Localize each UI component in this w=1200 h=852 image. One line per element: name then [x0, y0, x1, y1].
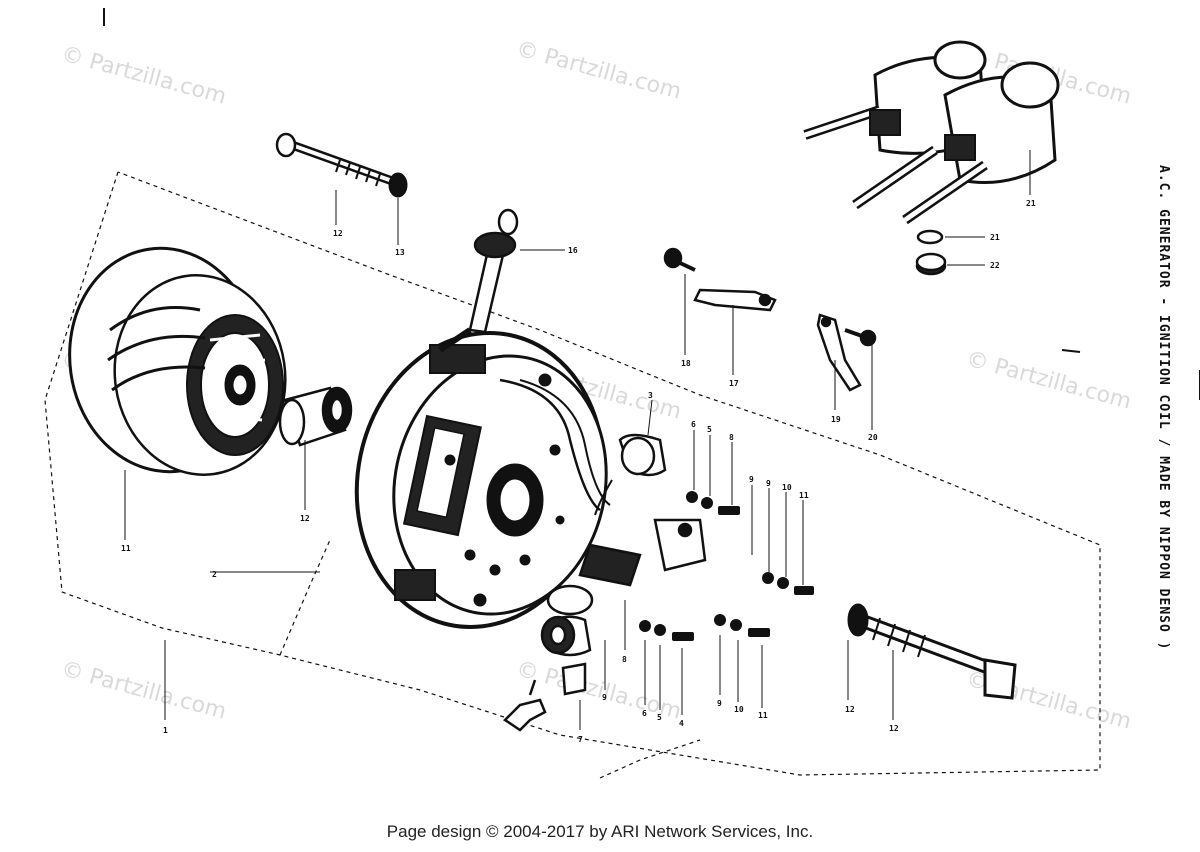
callout-24: 21 [990, 233, 1000, 242]
hub-sleeve [278, 386, 353, 447]
callout-9d: 9 [717, 699, 722, 708]
callout-9b: 9 [749, 475, 754, 484]
lead-clamp [663, 247, 777, 312]
callout-4: 4 [679, 719, 684, 728]
callout-11: 11 [799, 491, 809, 500]
callout-21: 19 [831, 415, 841, 424]
coil-nut [915, 252, 947, 276]
callout-11b: 11 [758, 711, 768, 720]
callout-9c: 9 [766, 479, 771, 488]
ignition-coil [803, 40, 1060, 225]
stator-plate [354, 331, 611, 629]
callout-7: 7 [578, 735, 583, 744]
callout-2: 2 [212, 570, 217, 579]
callout-5: 5 [707, 425, 712, 434]
page-footer: Page design © 2004-2017 by ARI Network S… [386, 822, 814, 841]
callout-6: 6 [691, 420, 696, 429]
long-bolt [275, 132, 408, 198]
leader-lines [124, 150, 1031, 730]
callout-20: 18 [681, 359, 691, 368]
callout-9: 9 [602, 693, 607, 702]
margin-marks [103, 8, 1200, 400]
watermark: © Partzilla.com [58, 42, 228, 110]
callout-3: 3 [648, 391, 653, 400]
felt-pad [561, 662, 587, 696]
flywheel-rotor [68, 246, 287, 476]
lead-grommet [438, 208, 519, 353]
group-outline [44, 171, 1101, 779]
callout-12: 11 [121, 544, 131, 553]
callout-16: 12 [333, 229, 343, 238]
callout-23: 21 [1026, 199, 1036, 208]
cam-roller [540, 584, 594, 657]
callout-8b: 8 [729, 433, 734, 442]
callout-6b: 6 [642, 709, 647, 718]
watermark: © Partzilla.com [513, 37, 683, 105]
condenser [594, 433, 667, 516]
contact-breaker [578, 518, 707, 587]
bracket [816, 313, 877, 392]
callout-15: 12 [845, 705, 855, 714]
clip-spring [503, 679, 547, 732]
callout-17: 13 [395, 248, 405, 257]
callout-8: 8 [622, 655, 627, 664]
callout-18: 16 [568, 246, 578, 255]
washer-stack [639, 491, 814, 641]
callout-22: 20 [868, 433, 878, 442]
watermark: © Partzilla.com [963, 347, 1133, 415]
callout-1: 1 [163, 726, 168, 735]
callout-25: 22 [990, 261, 1000, 270]
callout-10b: 10 [734, 705, 744, 714]
callout-labels: 12 13 16 3 2 11 12 1 8 9 7 18 17 19 20 2… [121, 199, 1036, 744]
crank-bolt [847, 603, 1017, 700]
callout-10: 10 [782, 483, 792, 492]
callout-5b: 5 [657, 713, 662, 722]
watermark: © Partzilla.com [58, 657, 228, 725]
diagram-title: A.C. GENERATOR - IGNITION COIL / MADE BY… [1156, 165, 1171, 650]
callout-15b: 12 [889, 724, 899, 733]
callout-13: 12 [300, 514, 310, 523]
coil-washer [916, 229, 944, 245]
callout-19: 17 [729, 379, 739, 388]
